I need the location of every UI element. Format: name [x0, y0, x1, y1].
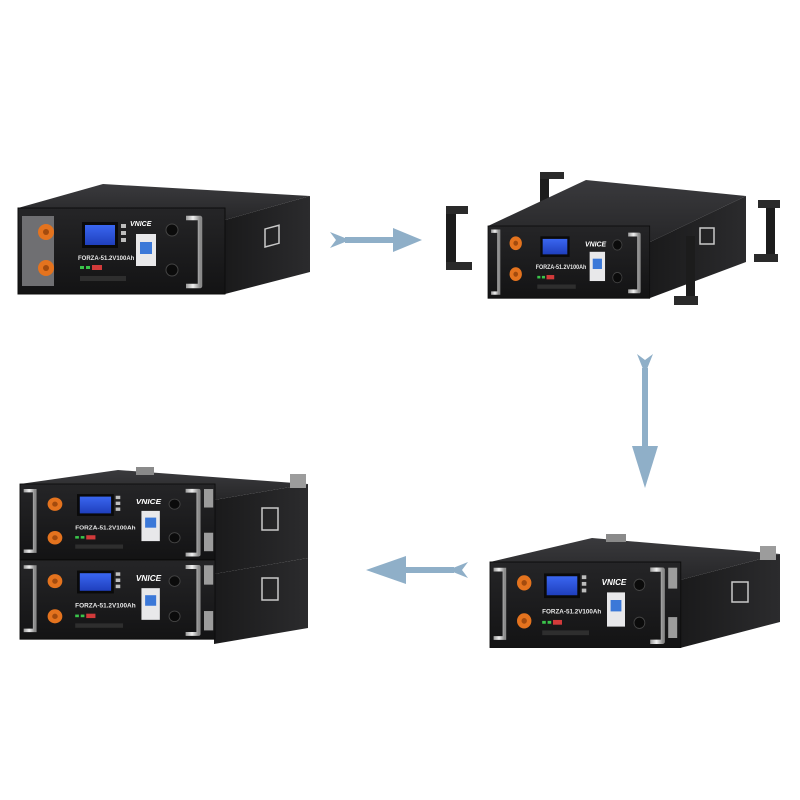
step-3-model-label: FORZA-51.2V100Ah: [542, 608, 601, 615]
step-4-top-brand-logo: VNICE: [136, 497, 162, 506]
step-4-top-model-label: FORZA-51.2V100Ah: [75, 525, 136, 532]
left-mounting-bracket: [446, 206, 472, 270]
step-3-battery-installed-brackets: FORZA-51.2V100Ah VNICE: [489, 534, 780, 648]
arrow-down: [632, 354, 658, 488]
step-4-bottom-model-label: FORZA-51.2V100Ah: [75, 603, 136, 610]
step-2-model-label: FORZA-51.2V100Ah: [536, 265, 587, 271]
step-3-brand-logo: VNICE: [602, 577, 627, 587]
step-2-battery-with-brackets: FORZA-51.2V100Ah VNICE: [446, 172, 780, 305]
right-mounting-bracket: [754, 200, 780, 262]
step-4-bottom-brand-logo: VNICE: [136, 574, 162, 583]
arrow-left: [366, 556, 468, 584]
step-1-battery: FORZA-51.2V100Ah VNICE: [17, 184, 310, 295]
step-1-brand-logo: VNICE: [130, 221, 152, 228]
arrow-right: [330, 228, 422, 252]
step-2-brand-logo: VNICE: [585, 239, 607, 248]
step-4-stacked-batteries: FORZA-51.2V100Ah VNICE: [19, 467, 308, 644]
step-1-model-label: FORZA-51.2V100Ah: [78, 256, 135, 262]
